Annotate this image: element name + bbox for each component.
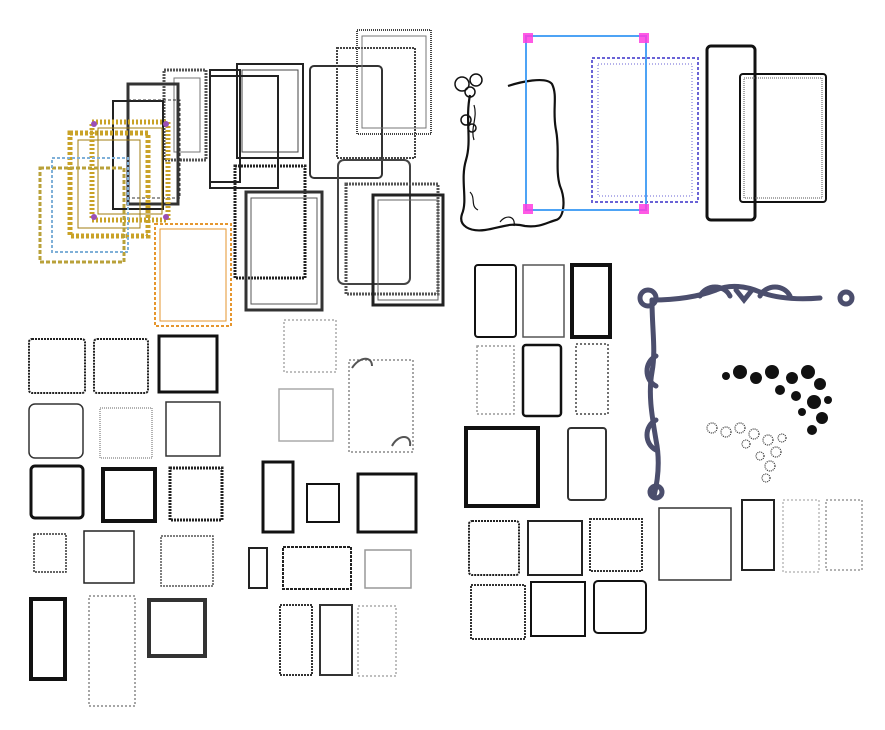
- frame-thumbnail-grid-middle: [248, 319, 418, 677]
- top-right-dark-frames: [705, 44, 827, 222]
- thumb-r-13[interactable]: [530, 581, 586, 637]
- corner-scroll-flourish-icon[interactable]: [637, 283, 855, 501]
- thumb-l-2[interactable]: [93, 338, 149, 394]
- thumb-r-4[interactable]: [476, 345, 515, 415]
- selection-handle-tl[interactable]: [523, 33, 533, 43]
- corner-pin-4: [163, 214, 169, 220]
- thumb-r-11[interactable]: [589, 518, 643, 572]
- frame-dark-2[interactable]: [244, 190, 324, 312]
- frame-gray-2[interactable]: [173, 77, 201, 153]
- frame-round-3[interactable]: [356, 29, 432, 135]
- frame-blue-ornate[interactable]: [51, 157, 129, 253]
- frame-orange-inner: [159, 228, 227, 322]
- corner-pin-3: [91, 214, 97, 220]
- frame-gray-4[interactable]: [236, 63, 304, 159]
- thumb-l-13[interactable]: [29, 597, 67, 681]
- thumb-m-7[interactable]: [248, 547, 268, 589]
- thumb-l-8[interactable]: [101, 467, 157, 523]
- selected-frame-group[interactable]: [523, 33, 699, 214]
- frame-round-1[interactable]: [309, 65, 383, 179]
- thumb-r-12[interactable]: [470, 584, 526, 640]
- thumb-r-1[interactable]: [474, 264, 517, 338]
- selection-box[interactable]: [525, 35, 647, 211]
- frame-bold-2-inner: [743, 77, 823, 199]
- thumb-r-18[interactable]: [825, 499, 863, 571]
- floral-corner-light-icon[interactable]: [706, 422, 787, 483]
- floral-corner-dark-icon[interactable]: [722, 365, 832, 435]
- thumb-m-10[interactable]: [279, 604, 313, 676]
- selection-handle-bl[interactable]: [523, 204, 533, 214]
- thumb-l-14[interactable]: [88, 595, 136, 707]
- poppy-vine-border-icon[interactable]: [454, 73, 565, 232]
- frame-bold-1[interactable]: [705, 44, 757, 222]
- frame-thumbnail-grid-left: [28, 334, 224, 707]
- frame-dark-3[interactable]: [250, 197, 318, 305]
- frame-dark-1[interactable]: [233, 164, 307, 280]
- thumb-l-4[interactable]: [28, 403, 84, 459]
- corner-pin-1: [91, 121, 97, 127]
- thumb-m-11[interactable]: [319, 604, 353, 676]
- thumb-r-14[interactable]: [593, 580, 647, 634]
- frame-round-7[interactable]: [371, 193, 445, 307]
- thumb-m-3[interactable]: [348, 359, 414, 453]
- frame-gray-6[interactable]: [209, 75, 279, 189]
- frame-bold-2[interactable]: [739, 73, 827, 203]
- thumb-l-11[interactable]: [83, 530, 135, 584]
- frame-thumbnail-grid-right: [464, 263, 863, 640]
- thumb-l-15[interactable]: [147, 598, 207, 658]
- thumb-r-9[interactable]: [468, 520, 520, 576]
- thumb-r-7[interactable]: [464, 426, 540, 508]
- frame-orange[interactable]: [154, 223, 232, 327]
- thumb-r-15[interactable]: [658, 507, 732, 581]
- frame-gray-9[interactable]: [127, 99, 181, 199]
- ornate-frame-cluster: [38, 29, 445, 327]
- frame-round-4[interactable]: [361, 35, 427, 129]
- frame-corner-ornament-2: [391, 436, 412, 447]
- frame-gold-2[interactable]: [77, 139, 141, 229]
- selection-handle-br[interactable]: [639, 204, 649, 214]
- frame-corner-ornament-1: [351, 357, 373, 369]
- thumb-l-9[interactable]: [168, 466, 224, 522]
- thumb-m-8[interactable]: [282, 546, 352, 590]
- thumb-m-4[interactable]: [261, 460, 295, 534]
- thumb-r-10[interactable]: [527, 520, 583, 576]
- corner-pin-2: [163, 121, 169, 127]
- thumb-l-10[interactable]: [33, 533, 67, 573]
- frame-gold-5[interactable]: [38, 166, 126, 264]
- thumb-l-7[interactable]: [29, 464, 85, 520]
- thumb-m-9[interactable]: [364, 549, 412, 589]
- thumb-m-5[interactable]: [306, 483, 340, 523]
- thumb-l-5[interactable]: [99, 407, 153, 459]
- thumb-r-17[interactable]: [782, 499, 820, 573]
- thumb-r-6[interactable]: [575, 343, 609, 415]
- frame-gray-5[interactable]: [241, 69, 299, 153]
- frame-gold-1[interactable]: [67, 130, 151, 239]
- thumb-m-2[interactable]: [278, 388, 334, 442]
- frame-gray-8[interactable]: [112, 100, 164, 210]
- thumb-l-12[interactable]: [160, 535, 214, 587]
- frame-round-2[interactable]: [336, 47, 416, 159]
- selection-handle-tr[interactable]: [639, 33, 649, 43]
- frame-gold-4[interactable]: [97, 127, 163, 215]
- thumb-r-5[interactable]: [521, 343, 563, 418]
- thumb-r-3[interactable]: [570, 263, 612, 339]
- thumb-l-6[interactable]: [165, 401, 221, 457]
- frame-gold-3[interactable]: [89, 119, 171, 223]
- thumb-m-12[interactable]: [357, 605, 397, 677]
- frame-round-8[interactable]: [377, 199, 439, 301]
- thumb-r-8[interactable]: [567, 427, 607, 501]
- thumb-l-3[interactable]: [157, 334, 219, 394]
- thumb-m-1[interactable]: [283, 319, 337, 373]
- thumb-m-6[interactable]: [356, 472, 418, 534]
- thumb-l-1[interactable]: [28, 338, 86, 394]
- thumb-r-2[interactable]: [522, 264, 565, 338]
- thumb-r-16[interactable]: [741, 499, 775, 571]
